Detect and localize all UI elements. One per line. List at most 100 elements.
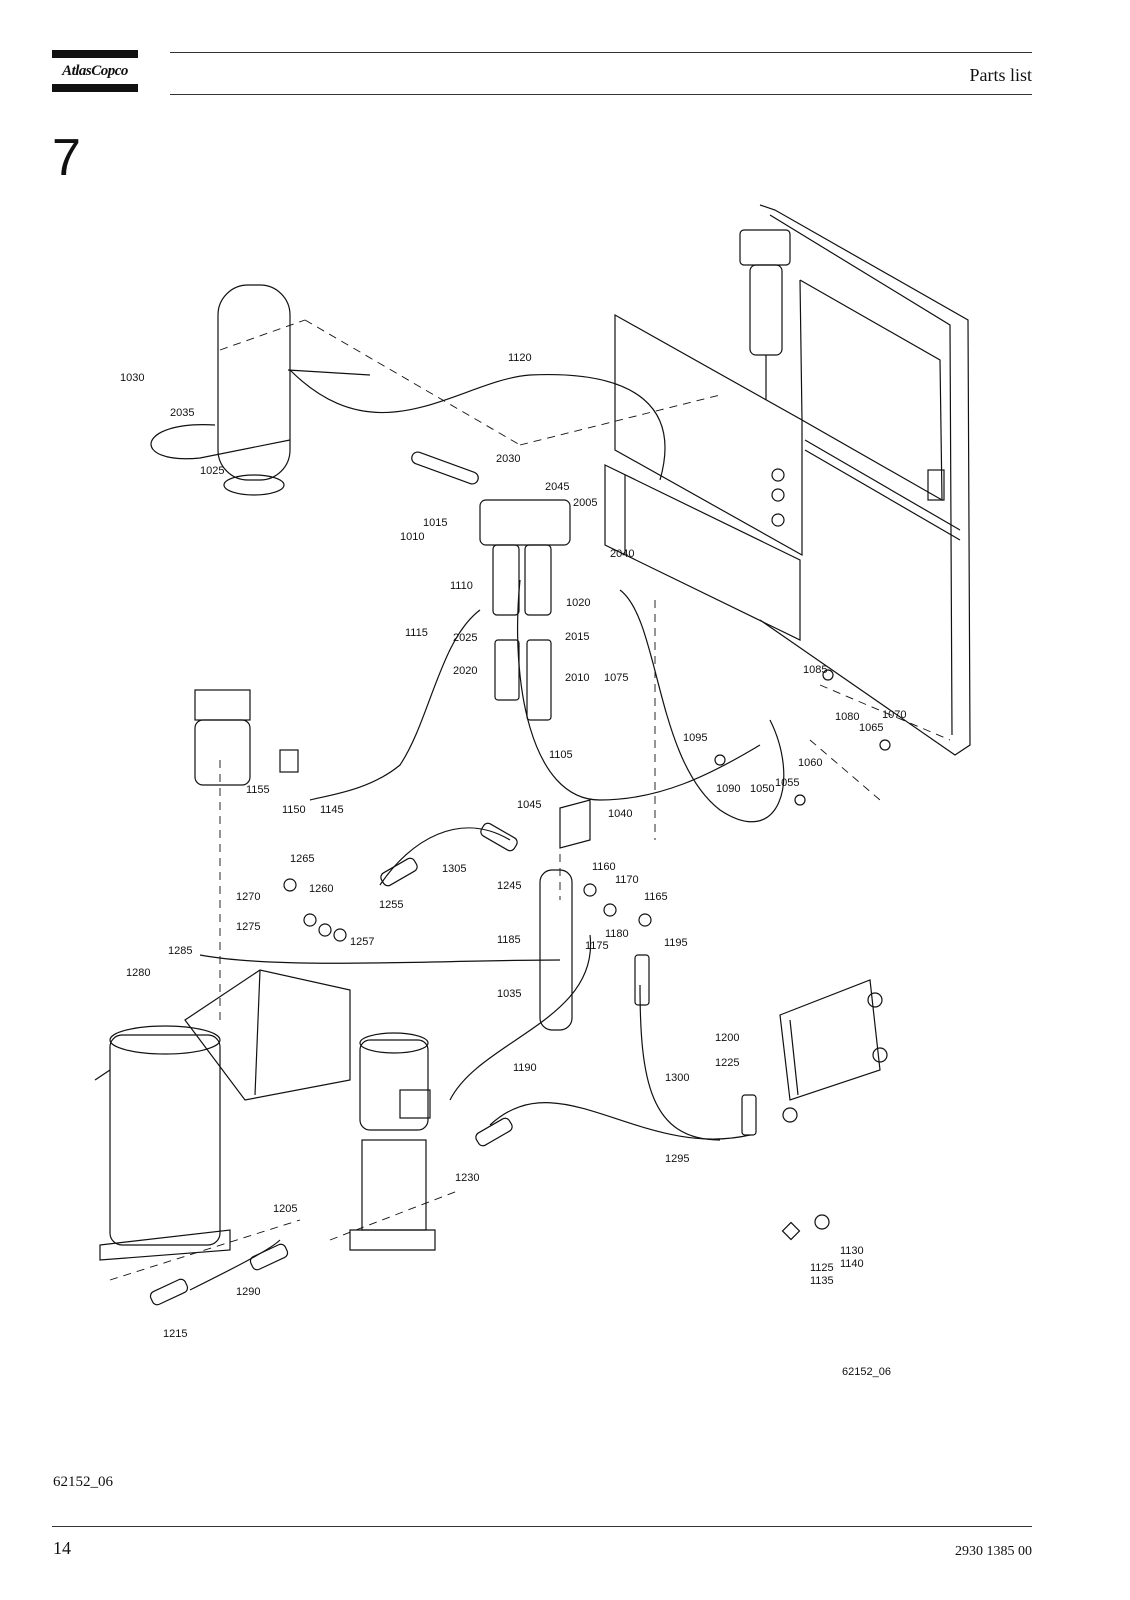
callout-1065: 1065 xyxy=(859,722,883,734)
callout-2005: 2005 xyxy=(573,497,597,509)
callout-1215: 1215 xyxy=(163,1328,187,1340)
callout-1090: 1090 xyxy=(716,783,740,795)
callout-1125: 1125 xyxy=(810,1262,834,1274)
callout-1285: 1285 xyxy=(168,945,192,957)
callout-1265: 1265 xyxy=(290,853,314,865)
callout-1225: 1225 xyxy=(715,1057,739,1069)
callout-1020: 1020 xyxy=(566,597,590,609)
callout-1115: 1115 xyxy=(405,627,428,639)
bracket-1040 xyxy=(559,799,591,849)
callout-1075: 1075 xyxy=(604,672,628,684)
bracket-channel xyxy=(604,464,801,641)
callout-1135: 1135 xyxy=(810,1275,834,1287)
logo-bar-bottom xyxy=(52,84,138,92)
callout-1170: 1170 xyxy=(615,874,639,886)
callout-1190: 1190 xyxy=(513,1062,537,1074)
callout-1257: 1257 xyxy=(350,936,374,948)
callout-1105: 1105 xyxy=(549,749,573,761)
hose-1290 xyxy=(189,1239,281,1291)
inline-filter xyxy=(539,869,573,1031)
callout-2035: 2035 xyxy=(170,407,194,419)
callout-2010: 2010 xyxy=(565,672,589,684)
callout-1245: 1245 xyxy=(497,880,521,892)
header-title: Parts list xyxy=(969,65,1032,85)
callout-1175: 1175 xyxy=(585,940,609,952)
callout-1095: 1095 xyxy=(683,732,707,744)
logo-wordmark: AtlasCopco xyxy=(62,63,128,79)
hose-1115 xyxy=(309,609,481,801)
hose-1300 xyxy=(639,984,721,1141)
callout-1195: 1195 xyxy=(664,937,688,949)
callout-1185: 1185 xyxy=(497,934,521,946)
figure-code-label: 62152_06 xyxy=(842,1366,891,1378)
separator-vessel xyxy=(94,1025,231,1261)
hose-1190 xyxy=(449,934,592,1101)
section-number: 7 xyxy=(52,129,81,187)
hose-1120 xyxy=(289,369,666,481)
callout-1275: 1275 xyxy=(236,921,260,933)
callout-1205: 1205 xyxy=(273,1203,297,1215)
hose-1295 xyxy=(489,1102,751,1140)
back-plate xyxy=(614,313,803,557)
callout-1150: 1150 xyxy=(282,804,306,816)
air-receiver xyxy=(150,284,371,496)
callout-2015: 2015 xyxy=(565,631,589,643)
callout-1030: 1030 xyxy=(120,372,144,384)
callout-2045: 2045 xyxy=(545,481,569,493)
callout-1230: 1230 xyxy=(455,1172,479,1184)
callout-1045: 1045 xyxy=(517,799,541,811)
header-rule-bottom xyxy=(170,94,1032,95)
pump-motor xyxy=(349,1032,436,1251)
callout-1010: 1010 xyxy=(400,531,424,543)
frame-panel xyxy=(759,204,971,756)
callout-1025: 1025 xyxy=(200,465,224,477)
brand-logo: AtlasCopco xyxy=(52,50,138,94)
callout-1305: 1305 xyxy=(442,863,466,875)
callout-1120: 1120 xyxy=(508,352,532,364)
callout-2040: 2040 xyxy=(610,548,634,560)
valve-block xyxy=(194,689,299,786)
hose-1075 xyxy=(619,589,785,823)
callout-1255: 1255 xyxy=(379,899,403,911)
callout-1085: 1085 xyxy=(803,664,827,676)
callout-1060: 1060 xyxy=(798,757,822,769)
document-number: 2930 1385 00 xyxy=(955,1544,1032,1559)
callout-1290: 1290 xyxy=(236,1286,260,1298)
callout-1110: 1110 xyxy=(450,580,473,592)
heat-exchanger xyxy=(779,979,888,1123)
callout-1080: 1080 xyxy=(835,711,859,723)
header-rule-top xyxy=(170,52,1032,53)
callout-1040: 1040 xyxy=(608,808,632,820)
callout-1140: 1140 xyxy=(840,1258,864,1270)
callout-2030: 2030 xyxy=(496,453,520,465)
callout-1295: 1295 xyxy=(665,1153,689,1165)
callout-1015: 1015 xyxy=(423,517,447,529)
callout-2025: 2025 xyxy=(453,632,477,644)
page-number: 14 xyxy=(53,1538,71,1558)
callout-labels: 1030 2035 1025 1120 2030 2045 2005 1015 1010 2040… xyxy=(120,352,906,1340)
fittings xyxy=(149,669,891,1306)
callout-1055: 1055 xyxy=(775,777,799,789)
callout-1155: 1155 xyxy=(246,784,270,796)
callout-1200: 1200 xyxy=(715,1032,739,1044)
parts-diagram: 1030 2035 1025 1120 2030 2045 2005 1015 1010 2040… xyxy=(80,200,1030,1410)
callout-1260: 1260 xyxy=(309,883,333,895)
parts-diagram-svg: 1030 2035 1025 1120 2030 2045 2005 1015 1010 2040… xyxy=(94,204,971,1378)
callout-1300: 1300 xyxy=(665,1072,689,1084)
logo-bar-top xyxy=(52,50,138,58)
callout-1050: 1050 xyxy=(750,783,774,795)
callout-2020: 2020 xyxy=(453,665,477,677)
callout-1070: 1070 xyxy=(882,709,906,721)
figure-reference: 62152_06 xyxy=(53,1474,113,1490)
callout-1145: 1145 xyxy=(320,804,344,816)
footer-rule xyxy=(52,1526,1032,1527)
callout-1160: 1160 xyxy=(592,861,616,873)
callout-1165: 1165 xyxy=(644,891,668,903)
hose-1105 xyxy=(516,579,761,801)
compressor-element xyxy=(184,969,351,1101)
callout-1280: 1280 xyxy=(126,967,150,979)
callout-1180: 1180 xyxy=(605,928,629,940)
callout-1270: 1270 xyxy=(236,891,260,903)
hose-1285 xyxy=(199,954,561,964)
callout-1035: 1035 xyxy=(497,988,521,1000)
